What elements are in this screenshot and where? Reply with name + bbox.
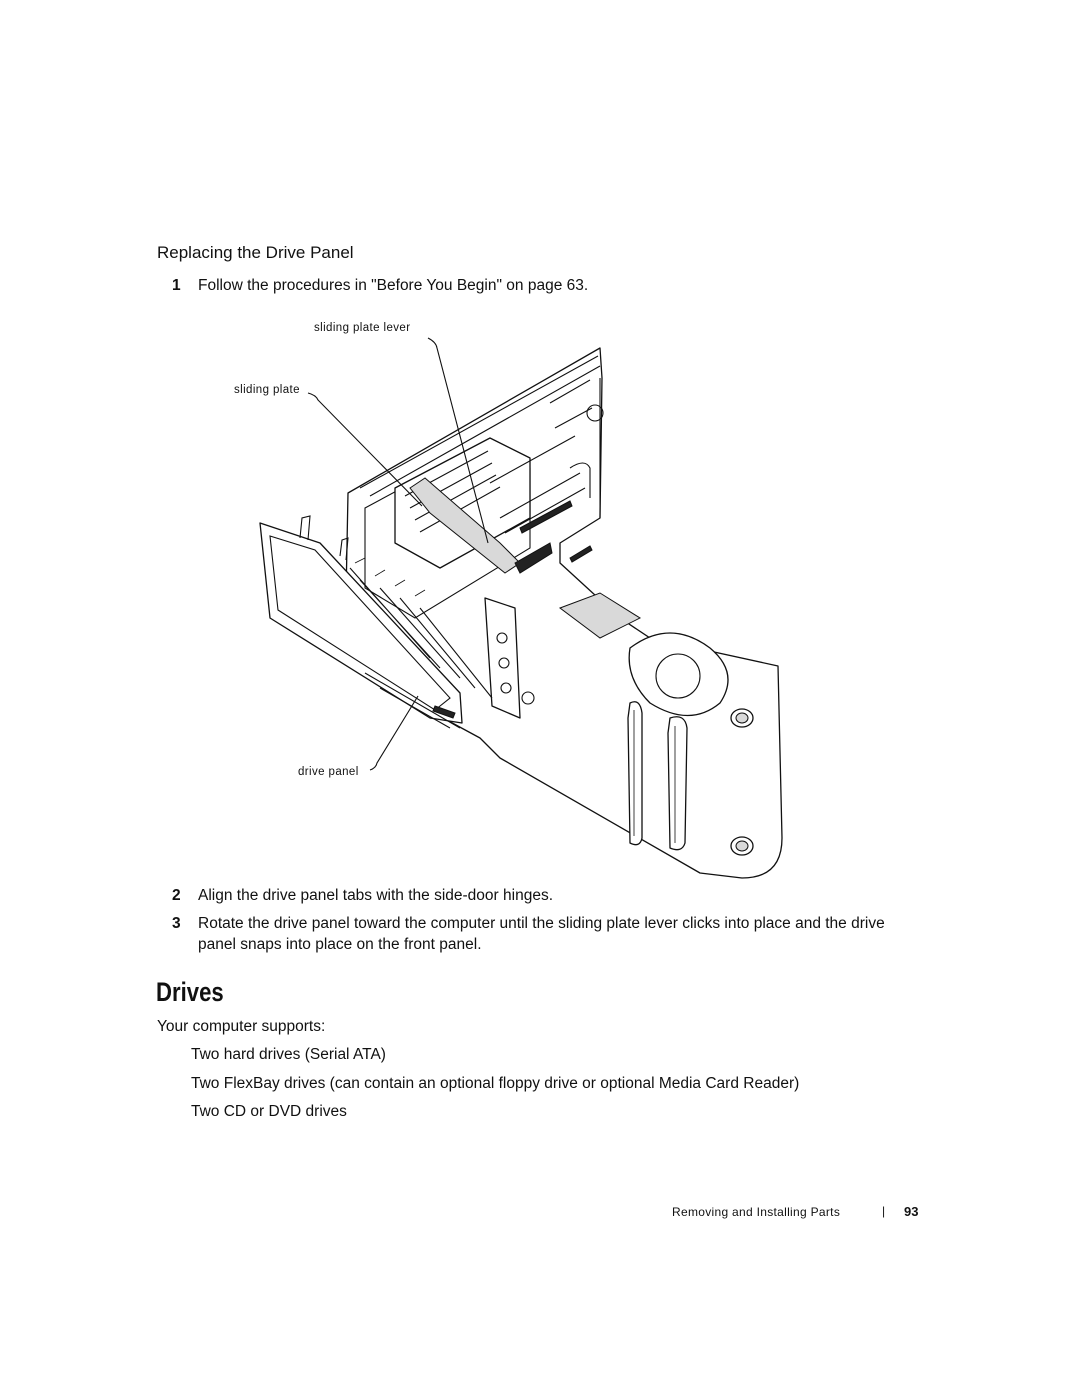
drive-panel-illustration: sliding plate lever sliding plate drive … bbox=[230, 318, 790, 888]
port-circle-4 bbox=[521, 691, 535, 705]
port-circle-3 bbox=[500, 682, 512, 694]
drives-heading: Drives bbox=[156, 977, 224, 1007]
callout-line-sliding-plate bbox=[307, 392, 423, 507]
fan-circle bbox=[655, 653, 701, 699]
vent-right bbox=[667, 716, 688, 851]
vent-left bbox=[627, 701, 643, 846]
drive-bay-upper bbox=[394, 437, 531, 569]
power-button-inner bbox=[735, 712, 749, 724]
drive-slot-dark-1 bbox=[519, 500, 573, 534]
front-button-lower-inner bbox=[735, 840, 749, 852]
chassis-outline bbox=[344, 347, 783, 879]
callout-line-sliding-plate-lever bbox=[427, 337, 489, 544]
step-3: 3 Rotate the drive panel toward the comp… bbox=[172, 913, 932, 957]
callout-drive-panel: drive panel bbox=[298, 766, 359, 778]
footer-section-name: Removing and Installing Parts bbox=[672, 1205, 841, 1219]
step-1: 1 Follow the procedures in "Before You B… bbox=[172, 275, 932, 297]
port-circle-1 bbox=[496, 632, 508, 644]
drive-bay-lines bbox=[404, 450, 501, 533]
chassis-slot-dark bbox=[432, 705, 456, 719]
power-supply-top bbox=[558, 592, 642, 639]
step-text: Align the drive panel tabs with the side… bbox=[198, 887, 553, 904]
step-2: 2 Align the drive panel tabs with the si… bbox=[172, 885, 932, 907]
footer-separator: | bbox=[882, 1204, 886, 1218]
drive-slots bbox=[489, 435, 586, 534]
panel-tab-1 bbox=[299, 515, 311, 541]
drive-panel-door bbox=[259, 522, 463, 724]
chassis-top-edge bbox=[359, 355, 601, 497]
drive-panel-inner-edge bbox=[269, 535, 451, 711]
chassis-rear-details bbox=[549, 378, 601, 518]
drive-item-cd-dvd: Two CD or DVD drives bbox=[191, 1103, 347, 1120]
drive-panel-ribs bbox=[349, 567, 493, 699]
step-number: 2 bbox=[172, 887, 181, 904]
step-text: Rotate the drive panel toward the comput… bbox=[198, 915, 885, 953]
fan-housing bbox=[628, 632, 729, 716]
drive-item-hard-drives: Two hard drives (Serial ATA) bbox=[191, 1046, 386, 1063]
vent-inner-lines bbox=[633, 710, 676, 843]
rear-circle bbox=[586, 404, 604, 422]
chassis-lower-lines bbox=[364, 672, 461, 729]
port-circle-2 bbox=[498, 657, 510, 669]
sliding-plate-lever-shape bbox=[514, 542, 553, 574]
callout-sliding-plate: sliding plate bbox=[234, 384, 300, 396]
section-title: Replacing the Drive Panel bbox=[157, 243, 354, 262]
computer-chassis-diagram bbox=[259, 337, 783, 879]
drive-item-flexbay: Two FlexBay drives (can contain an optio… bbox=[191, 1075, 800, 1092]
step-number: 1 bbox=[172, 277, 181, 294]
drive-slot-dark-2 bbox=[569, 545, 593, 563]
step-text: Follow the procedures in "Before You Beg… bbox=[198, 277, 589, 294]
page-number: 93 bbox=[904, 1204, 919, 1219]
drive-panel-hinges bbox=[354, 557, 426, 597]
panel-tab-2 bbox=[339, 537, 349, 561]
drives-intro: Your computer supports: bbox=[157, 1018, 326, 1035]
callout-sliding-plate-lever: sliding plate lever bbox=[314, 322, 411, 334]
callout-line-drive-panel bbox=[369, 695, 419, 771]
step-number: 3 bbox=[172, 915, 181, 932]
